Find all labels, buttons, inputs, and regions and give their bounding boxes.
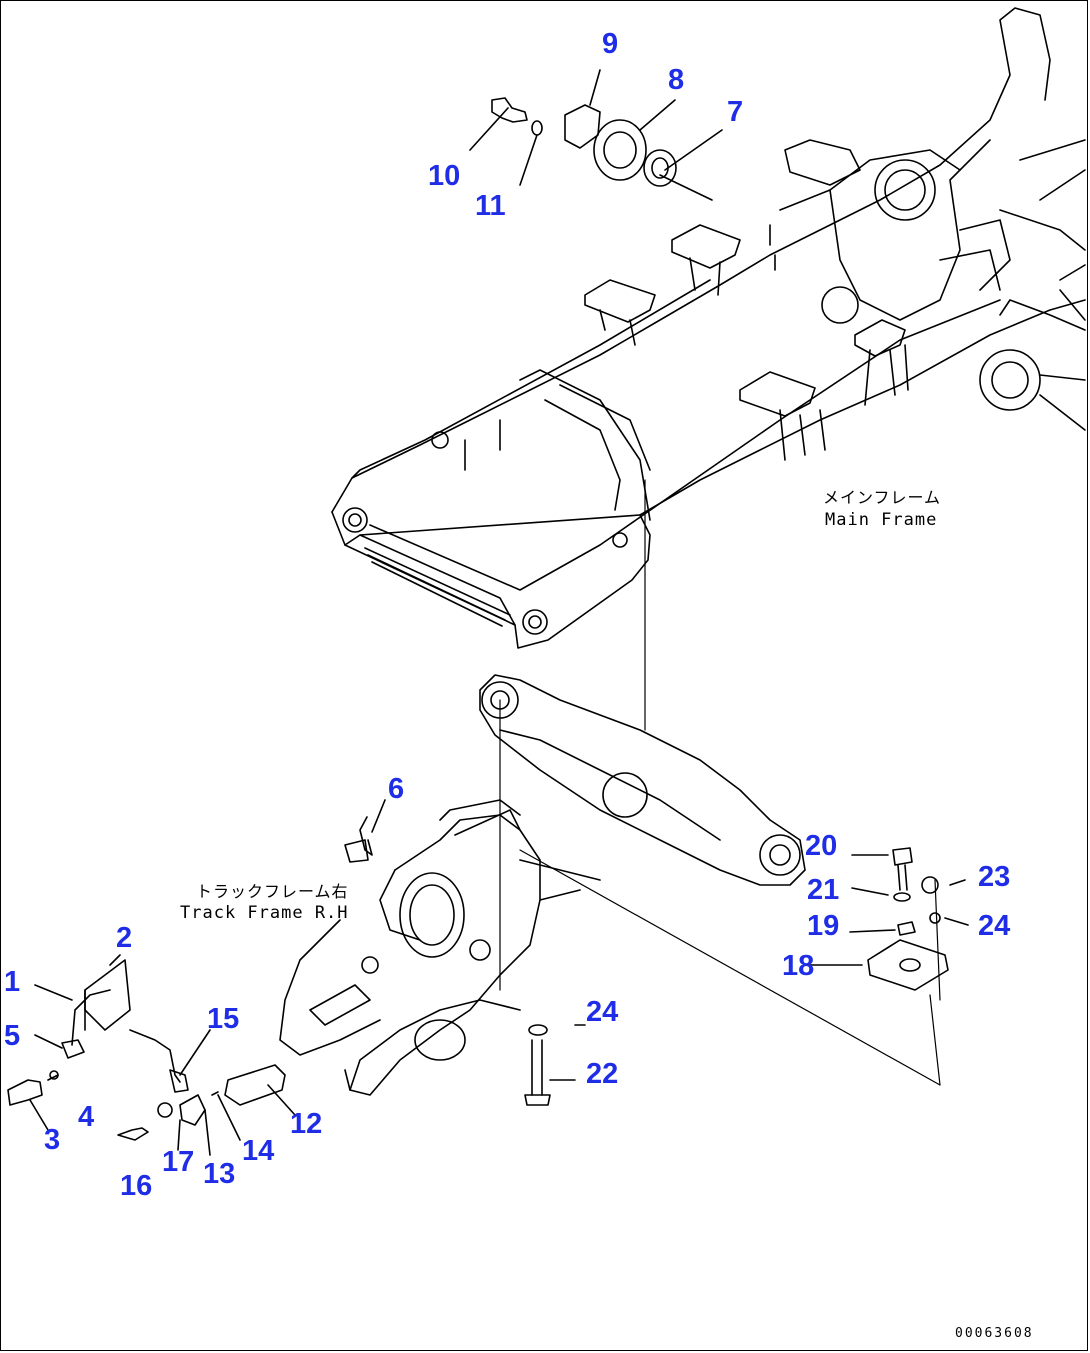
callout-5: 5 bbox=[4, 1020, 21, 1052]
callout-18: 18 bbox=[782, 950, 815, 982]
reference-code: 00063608 bbox=[955, 1326, 1034, 1341]
callout-3: 3 bbox=[44, 1124, 61, 1156]
callout-6: 6 bbox=[388, 773, 405, 805]
callout-9: 9 bbox=[602, 28, 619, 60]
callout-22: 22 bbox=[586, 1058, 619, 1090]
callout-16: 16 bbox=[120, 1170, 153, 1202]
callout-2: 2 bbox=[116, 922, 133, 954]
callout-8: 8 bbox=[668, 64, 685, 96]
callout-23: 23 bbox=[978, 861, 1011, 893]
callout-13: 13 bbox=[203, 1158, 236, 1190]
track-frame-drawing bbox=[279, 799, 601, 1096]
main-frame-drawing bbox=[331, 7, 1086, 649]
callout-4: 4 bbox=[78, 1101, 95, 1133]
callout-1: 1 bbox=[4, 966, 21, 998]
callout-24-lower: 24 bbox=[586, 996, 619, 1028]
callout-17: 17 bbox=[162, 1146, 195, 1178]
track-frame-label-jp: トラックフレーム右 bbox=[196, 882, 349, 901]
top-parts-drawing bbox=[469, 69, 723, 201]
callout-14: 14 bbox=[242, 1135, 275, 1167]
callout-12: 12 bbox=[290, 1108, 323, 1140]
callout-7: 7 bbox=[727, 96, 744, 128]
callout-21: 21 bbox=[807, 874, 840, 906]
callout-10: 10 bbox=[428, 160, 461, 192]
equalizer-bar-drawing bbox=[479, 674, 806, 886]
left-parts-drawing bbox=[7, 799, 386, 1156]
callout-20: 20 bbox=[805, 830, 838, 862]
track-frame-label-en: Track Frame R.H bbox=[180, 903, 349, 923]
callout-19: 19 bbox=[807, 910, 840, 942]
callout-24-right: 24 bbox=[978, 910, 1011, 942]
right-parts-drawing bbox=[524, 847, 969, 1106]
callout-15: 15 bbox=[207, 1003, 240, 1035]
callout-11: 11 bbox=[475, 190, 506, 222]
main-frame-label-en: Main Frame bbox=[825, 510, 938, 530]
main-frame-label-jp: メインフレーム bbox=[823, 488, 942, 507]
